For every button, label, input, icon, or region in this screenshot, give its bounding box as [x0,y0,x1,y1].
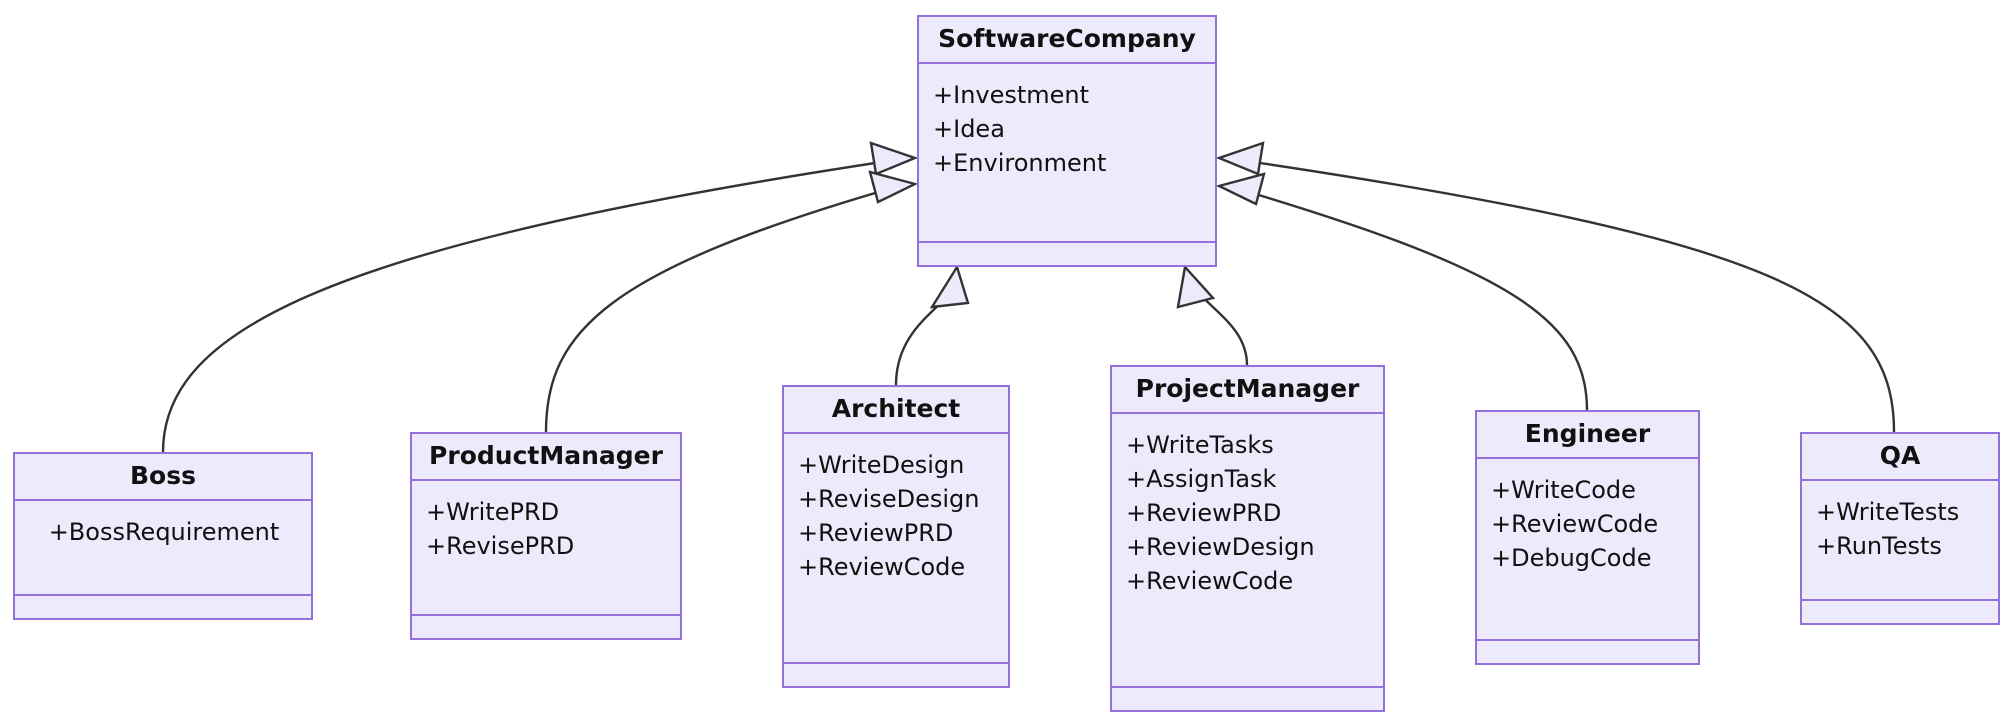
attribute-row: +RevisePRD [426,532,575,561]
attribute-row: +BossRequirement [48,518,280,546]
class-box-boss[interactable]: Boss +BossRequirement [13,452,313,620]
class-title-qa: QA [1802,434,1998,481]
class-box-project-manager[interactable]: ProjectManager +WriteTasks +AssignTask +… [1110,365,1385,712]
attribute-row: +Investment [933,81,1090,109]
class-title-architect: Architect [784,387,1008,434]
attribute-row: +ReviseDesign [798,485,980,514]
attribute-row: +ReviewCode [1491,510,1659,539]
arrowhead-engineer [1215,172,1266,206]
arrowhead-productmanager [868,170,919,204]
attribute-row: +WriteTasks [1126,431,1274,459]
class-methods-software-company [919,243,1215,265]
attribute-row: +Environment [933,149,1107,178]
attribute-row: +ReviewCode [798,553,966,582]
class-box-qa[interactable]: QA +WriteTests +RunTests [1800,432,2000,625]
attribute-row: +Idea [933,115,1005,144]
attribute-row: +WriteTests [1816,498,1960,526]
class-box-engineer[interactable]: Engineer +WriteCode +ReviewCode +DebugCo… [1475,410,1700,665]
arrowhead-architect [929,264,970,309]
edge-projectmanager-to-company [1197,291,1249,366]
arrowhead-projectmanager [1176,264,1216,309]
class-attributes-product-manager: +WritePRD +RevisePRD [412,481,680,616]
class-box-product-manager[interactable]: ProductManager +WritePRD +RevisePRD [410,432,682,640]
class-methods-architect [784,664,1008,686]
class-title-product-manager: ProductManager [412,434,680,481]
edge-architect-to-company [894,289,954,386]
class-attributes-software-company: +Investment +Idea +Environment [919,64,1215,243]
attribute-row: +WriteDesign [798,451,965,479]
class-methods-project-manager [1112,688,1383,710]
attribute-row: +ReviewPRD [798,519,954,548]
class-title-software-company: SoftwareCompany [919,17,1215,64]
attribute-row: +ReviewCode [1126,567,1294,596]
class-methods-qa [1802,601,1998,623]
class-title-project-manager: ProjectManager [1112,367,1383,414]
class-title-boss: Boss [15,454,311,501]
attribute-row: +WritePRD [426,498,560,526]
class-title-engineer: Engineer [1477,412,1698,459]
class-methods-boss [15,596,311,618]
attribute-row: +WriteCode [1491,476,1636,504]
class-attributes-architect: +WriteDesign +ReviseDesign +ReviewPRD +R… [784,434,1008,664]
class-attributes-project-manager: +WriteTasks +AssignTask +ReviewPRD +Revi… [1112,414,1383,688]
arrowhead-qa [1215,141,1265,176]
class-attributes-qa: +WriteTests +RunTests [1802,481,1998,601]
attribute-row: +ReviewPRD [1126,499,1282,528]
class-methods-engineer [1477,641,1698,663]
attribute-row: +AssignTask [1126,465,1277,494]
class-attributes-boss: +BossRequirement [15,501,311,596]
class-methods-product-manager [412,616,680,638]
attribute-row: +ReviewDesign [1126,533,1315,562]
arrowhead-boss [869,141,919,176]
class-box-software-company[interactable]: SoftwareCompany +Investment +Idea +Envir… [917,15,1217,267]
attribute-row: +RunTests [1816,532,1942,561]
class-attributes-engineer: +WriteCode +ReviewCode +DebugCode [1477,459,1698,641]
class-box-architect[interactable]: Architect +WriteDesign +ReviseDesign +Re… [782,385,1010,688]
attribute-row: +DebugCode [1491,544,1652,573]
